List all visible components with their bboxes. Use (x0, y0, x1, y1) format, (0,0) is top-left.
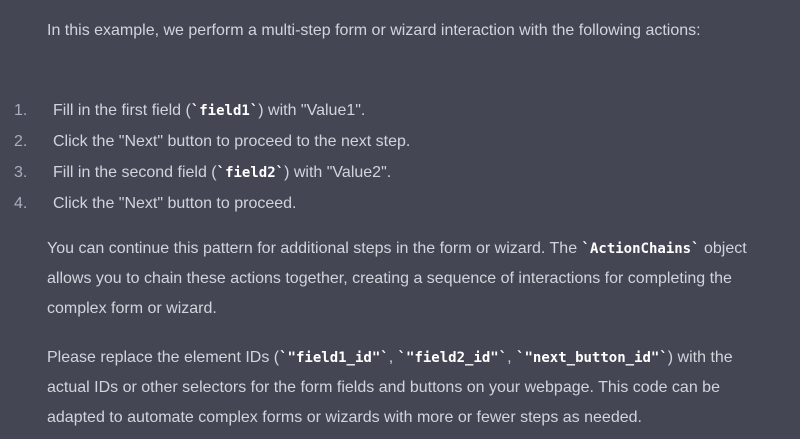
continue-paragraph: You can continue this pattern for additi… (47, 234, 747, 324)
paragraph-text: , (388, 349, 398, 366)
step-text-part: Click the "Next" button to proceed to th… (53, 133, 411, 150)
step-text: Fill in the second field (`field2`) with… (53, 157, 391, 189)
replace-paragraph: Please replace the element IDs (`"field1… (47, 343, 747, 433)
list-number: 3. (14, 164, 28, 181)
step-text: Click the "Next" button to proceed to th… (53, 126, 410, 157)
paragraph-text: , (507, 349, 517, 366)
paragraph-text: You can continue this pattern for additi… (47, 240, 582, 257)
step-text-part: Fill in the first field ( (53, 102, 191, 119)
step-text: Fill in the first field (`field1`) with … (53, 95, 365, 127)
paragraph-text: Please replace the element IDs ( (47, 349, 280, 366)
step-text-part: Click the "Next" button to proceed. (53, 195, 297, 212)
intro-paragraph: In this example, we perform a multi-step… (47, 16, 747, 46)
inline-code: `ActionChains` (581, 241, 700, 257)
inline-code: `field2` (216, 165, 285, 181)
inline-code: `field1` (190, 103, 259, 119)
inline-code: `"field1_id"` (279, 350, 389, 366)
step-text: Click the "Next" button to proceed. (53, 188, 296, 219)
list-number: 2. (14, 133, 28, 150)
step-text-part: Fill in the second field ( (53, 164, 217, 181)
inline-code: `"next_button_id"` (516, 350, 668, 366)
paragraph-text: ) with the actual IDs or other selectors… (47, 349, 733, 426)
list-number: 1. (14, 102, 28, 119)
inline-code: `"field2_id"` (397, 350, 508, 366)
paragraph-text: object allows you to chain these actions… (47, 240, 747, 317)
step-text-part: ) with "Value2". (284, 164, 392, 181)
list-number: 4. (14, 195, 28, 212)
intro-text: In this example, we perform a multi-step… (47, 22, 701, 39)
step-text-part: ) with "Value1". (258, 102, 366, 119)
